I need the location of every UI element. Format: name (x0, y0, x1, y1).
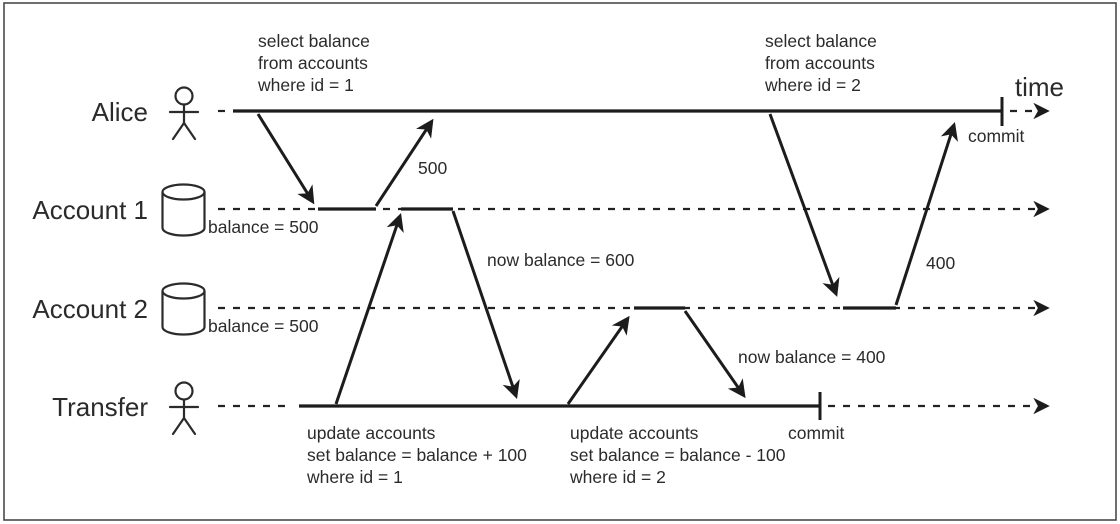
time-axis-label: time (1015, 72, 1064, 102)
account1-initial-balance: balance = 500 (208, 217, 319, 237)
arrow-transfer-update1-request (334, 213, 404, 405)
arrow-transfer-update2-ack (683, 310, 746, 399)
alice-query2-text: select balance from accounts where id = … (764, 31, 877, 95)
actor-label-account2: Account 2 (32, 294, 148, 324)
account2-updated-balance: now balance = 400 (738, 347, 886, 367)
transfer-update2-line3: where id = 2 (569, 467, 666, 487)
transfer-update2-line2: set balance = balance - 100 (570, 445, 786, 465)
diagram-border (3, 2, 1117, 521)
alice-query2-line2: from accounts (765, 53, 875, 73)
lane-alice (218, 97, 1050, 126)
arrow-alice-read1-request (256, 113, 315, 205)
actor-label-account1: Account 1 (32, 195, 148, 225)
transfer-update1-line3: where id = 1 (306, 467, 403, 487)
alice-person-icon (168, 86, 200, 141)
arrow-alice-read2-request (768, 113, 840, 297)
alice-query2-line3: where id = 2 (764, 75, 861, 95)
alice-response1-value: 500 (418, 158, 447, 178)
account1-updated-balance: now balance = 600 (487, 250, 635, 270)
alice-query1-line3: where id = 1 (257, 75, 354, 95)
alice-query1-line1: select balance (258, 31, 370, 51)
lane-transfer (218, 392, 1050, 420)
alice-query2-line1: select balance (765, 31, 877, 51)
account2-initial-balance: balance = 500 (208, 316, 319, 336)
transfer-update1-line2: set balance = balance + 100 (307, 445, 527, 465)
arrow-alice-read1-response (374, 118, 434, 207)
arrow-transfer-update2-request (566, 315, 630, 405)
transfer-update2-line1: update accounts (570, 423, 699, 443)
transfer-update2-text: update accounts set balance = balance - … (569, 423, 786, 487)
alice-query1-text: select balance from accounts where id = … (257, 31, 370, 95)
alice-query1-line2: from accounts (258, 53, 368, 73)
actor-label-transfer: Transfer (52, 392, 148, 422)
account2-database-icon (161, 282, 206, 336)
transfer-person-icon (168, 381, 200, 436)
alice-response2-value: 400 (926, 253, 955, 273)
arrow-alice-read2-response (894, 122, 958, 306)
actor-label-alice: Alice (92, 97, 148, 127)
alice-commit-label: commit (968, 126, 1025, 146)
transfer-commit-label: commit (788, 423, 845, 443)
arrow-transfer-update1-ack (451, 210, 520, 399)
account1-database-icon (161, 183, 206, 237)
transfer-update1-text: update accounts set balance = balance + … (306, 423, 527, 487)
transfer-update1-line1: update accounts (307, 423, 436, 443)
